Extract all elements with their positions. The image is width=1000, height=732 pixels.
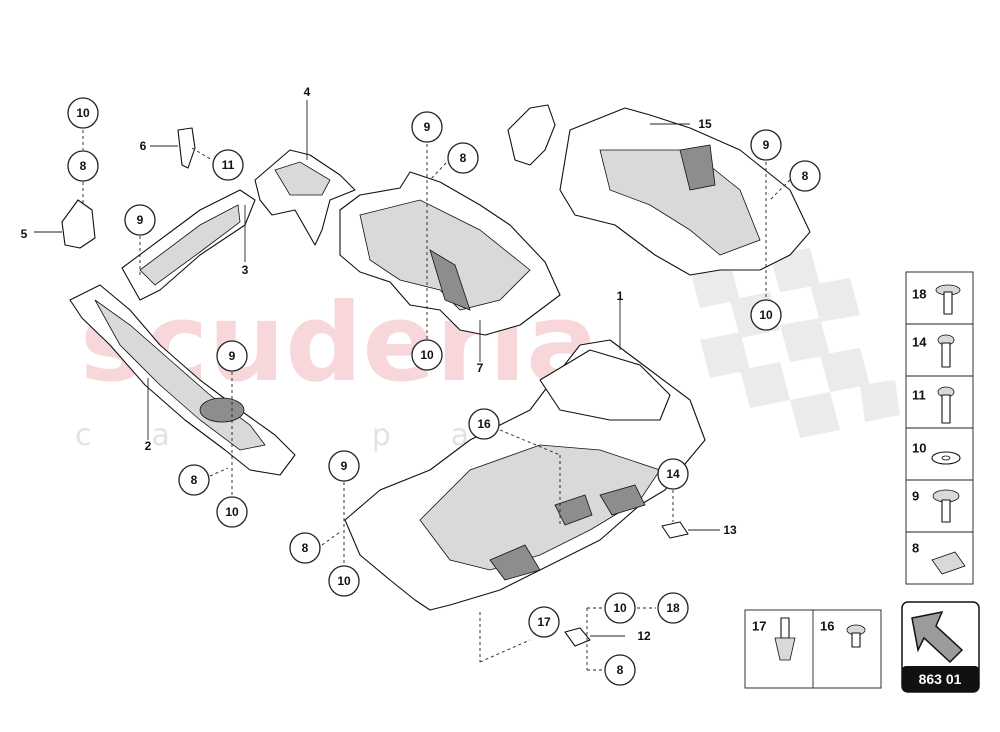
svg-text:9: 9 — [424, 120, 431, 134]
part-5-bracket — [61, 199, 96, 249]
callout: 10 — [411, 339, 443, 371]
svg-text:10: 10 — [337, 574, 351, 588]
svg-text:10: 10 — [420, 348, 434, 362]
speed-nut-icon — [931, 551, 966, 575]
fastener-legend: 18 14 11 10 9 8 — [905, 271, 974, 585]
svg-text:18: 18 — [666, 601, 680, 615]
svg-text:10: 10 — [759, 308, 773, 322]
washer-icon — [931, 451, 961, 465]
callout: 10 — [604, 592, 636, 624]
svg-text:9: 9 — [137, 213, 144, 227]
part-12-clip — [564, 627, 591, 647]
leader-lines — [34, 100, 791, 671]
callout: 8 — [447, 142, 479, 174]
clip-nut-icon — [932, 489, 960, 523]
legend-14: 14 — [912, 335, 927, 350]
svg-text:11: 11 — [222, 158, 235, 172]
svg-text:10: 10 — [613, 601, 627, 615]
legend-18: 18 — [912, 287, 926, 302]
callout: 8 — [604, 654, 636, 686]
svg-text:8: 8 — [460, 151, 467, 165]
legend-17: 17 — [752, 619, 766, 634]
legend-11: 11 — [912, 388, 926, 403]
callout: 9 — [411, 111, 443, 143]
screw-icon — [935, 284, 961, 315]
svg-text:17: 17 — [537, 615, 551, 629]
callout: 8 — [67, 150, 99, 182]
part-label-13: 13 — [723, 523, 737, 537]
callout: 10 — [216, 496, 248, 528]
checker-flag-icon — [690, 248, 900, 438]
bottom-legend: 17 16 — [744, 609, 882, 689]
part-label-3: 3 — [242, 263, 249, 277]
part-7-shield — [339, 171, 561, 336]
legend-9: 9 — [912, 489, 919, 504]
callout: 17 — [528, 606, 560, 638]
svg-text:8: 8 — [802, 169, 809, 183]
callout: 8 — [178, 464, 210, 496]
part-1-undertray — [344, 339, 706, 611]
svg-text:8: 8 — [191, 473, 198, 487]
callout: 8 — [789, 160, 821, 192]
part-label-7: 7 — [477, 361, 484, 375]
part-label-1: 1 — [617, 289, 624, 303]
part-3-duct — [121, 189, 256, 301]
part-label-15: 15 — [698, 117, 712, 131]
part-label-5: 5 — [21, 227, 28, 241]
legend-10: 10 — [912, 441, 926, 456]
screw-icon — [846, 624, 866, 648]
svg-text:16: 16 — [477, 417, 491, 431]
svg-text:10: 10 — [225, 505, 239, 519]
svg-text:8: 8 — [80, 159, 87, 173]
callout: 10 — [328, 565, 360, 597]
svg-text:9: 9 — [229, 349, 236, 363]
callout: 16 — [468, 408, 500, 440]
legend-16: 16 — [820, 619, 834, 634]
part-label-6: 6 — [140, 139, 147, 153]
svg-text:8: 8 — [302, 541, 309, 555]
part-label-12: 12 — [637, 629, 651, 643]
callout: 9 — [216, 340, 248, 372]
part-13-clip — [661, 521, 689, 539]
part-15-shield — [507, 104, 811, 276]
diagram-code: 863 01 — [919, 671, 962, 687]
bolt-icon — [937, 386, 955, 424]
callout: 9 — [124, 204, 156, 236]
callout: 10 — [750, 299, 782, 331]
svg-text:9: 9 — [341, 459, 348, 473]
arrow-icon — [911, 610, 964, 664]
part-label-4: 4 — [304, 85, 311, 99]
callout: 11 — [212, 149, 244, 181]
callout: 9 — [750, 129, 782, 161]
part-6-clip — [177, 127, 196, 169]
svg-text:10: 10 — [76, 106, 90, 120]
svg-text:8: 8 — [617, 663, 624, 677]
part-label-2: 2 — [145, 439, 152, 453]
legend-8: 8 — [912, 541, 919, 556]
svg-text:9: 9 — [763, 138, 770, 152]
expanding-rivet-icon — [774, 617, 796, 661]
screw-icon — [937, 334, 955, 368]
callout: 8 — [289, 532, 321, 564]
callout: 18 — [657, 592, 689, 624]
callouts: 10 8 11 9 9 8 9 8 10 10 9 8 10 16 14 9 8… — [67, 97, 821, 686]
callout: 9 — [328, 450, 360, 482]
part-2-rail — [69, 284, 296, 476]
callout: 10 — [67, 97, 99, 129]
part-labels: 1 2 3 4 5 6 7 12 13 15 — [21, 85, 737, 643]
callout: 14 — [657, 458, 689, 490]
svg-text:14: 14 — [666, 467, 680, 481]
diagram-badge: 863 01 — [901, 601, 980, 693]
